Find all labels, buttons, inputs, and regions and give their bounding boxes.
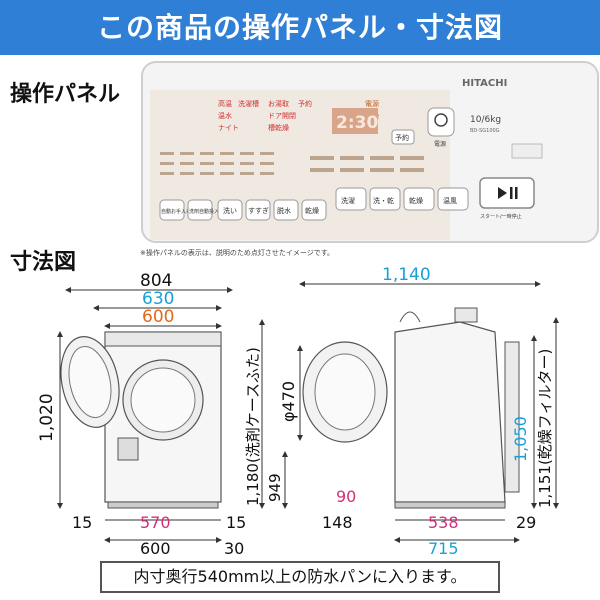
front-door-glass [68, 346, 112, 418]
power-icon [434, 113, 448, 127]
capacity-label: 10/6kg [470, 115, 501, 125]
footer-note: 内寸奥行540mm以上の防水パンに入ります。 [100, 561, 500, 593]
rinse-button[interactable] [245, 199, 271, 221]
course-label: お湯取 [268, 99, 289, 108]
dim-front-bottom-mid: 570 [140, 513, 171, 532]
dim-front-width-inner-1: 630 [142, 289, 174, 309]
reserve-label: 予約 [395, 133, 409, 142]
course-label: 温水 [218, 111, 232, 120]
large-button-row: 洗濯 洗・乾 乾燥 温風 [335, 187, 469, 211]
side-door-glass [314, 353, 376, 431]
reserve-button[interactable] [391, 129, 415, 145]
dim-front-bottom-left: 15 [72, 513, 92, 532]
dim-side-bottom-offset: 90 [336, 487, 356, 506]
panel-heading: 操作パネル [10, 82, 121, 107]
dim-side-bottom-mid: 538 [428, 513, 459, 532]
dim-side-bottom-total: 715 [428, 539, 459, 558]
large-button-label: 乾燥 [409, 196, 423, 205]
small-button-label: 乾燥 [305, 206, 319, 215]
dim-side-height-filter: 1,151(乾燥フィルター) [536, 349, 554, 508]
small-button-label: 洗い [223, 206, 237, 215]
large-button-label: 洗濯 [341, 196, 355, 205]
course-label: 高温 [218, 99, 232, 108]
digital-display [332, 108, 378, 134]
power-label: 電源 [434, 140, 446, 148]
dim-side-bottom-left: 148 [322, 513, 353, 532]
dimension-drawing: 804 630 600 1,020 15 570 15 600 30 1,140… [37, 265, 559, 558]
indicator-grid [160, 152, 424, 175]
course-label: 電源 [365, 99, 379, 108]
detergent-auto-button[interactable] [187, 199, 213, 221]
large-button-label: 洗・乾 [373, 196, 394, 205]
front-top-panel [104, 331, 222, 347]
play-pause-icon [498, 187, 518, 199]
course-dry-button[interactable] [403, 187, 435, 211]
control-panel-image: HITACHI 高温 洗濯槽 お湯取 予約 温水 ドア開閉 ナイト 槽乾燥 電源… [141, 61, 599, 243]
large-button-label: 温風 [443, 196, 457, 205]
course-label: 槽乾燥 [268, 123, 289, 132]
front-filter-door [117, 437, 139, 461]
front-drum-inner [130, 367, 196, 433]
front-view [60, 331, 222, 509]
dim-side-bottom-right: 29 [516, 513, 536, 532]
dim-side-height-filter-top: 1,050 [511, 416, 530, 462]
small-button-label: 洗剤自動投入 [189, 208, 219, 215]
course-wash-button[interactable] [335, 187, 367, 211]
dry-button[interactable] [301, 199, 327, 221]
small-button-label: 脱水 [277, 206, 291, 215]
side-body-outline [394, 321, 506, 503]
dim-side-depth-total: 1,140 [382, 265, 431, 285]
wash-button[interactable] [217, 199, 243, 221]
side-rear-duct [504, 341, 520, 493]
course-label: ドア開閉 [268, 112, 296, 120]
small-button-row: 自動お手入れ 洗剤自動投入 洗い すすぎ 脱水 乾燥 [159, 199, 327, 221]
course-label: 洗濯槽 [238, 99, 259, 108]
panel-note: ※操作パネルの表示は、説明のため点灯させたイメージです。 [140, 249, 335, 257]
mode-badge [511, 143, 543, 159]
title-banner [0, 0, 600, 55]
side-top-cap [454, 307, 478, 323]
display-digits: 2:30 [336, 113, 378, 133]
front-base [107, 501, 219, 509]
dim-front-bottom-right: 15 [226, 513, 246, 532]
auto-clean-button[interactable] [159, 199, 185, 221]
dim-side-door-diameter: φ470 [279, 381, 298, 422]
course-label: ナイト [218, 124, 239, 132]
dim-front-bottom-total: 600 [140, 539, 171, 558]
page-title: この商品の操作パネル・寸法図 [96, 11, 503, 44]
start-label: スタート/一時停止 [480, 213, 522, 220]
small-button-label: 自動お手入れ [161, 208, 191, 215]
brand-logo: HITACHI [462, 78, 507, 89]
dim-side-height-mid: 949 [266, 473, 284, 502]
dim-front-height: 1,020 [37, 393, 57, 442]
side-view [302, 307, 520, 509]
dim-side-height-detergent: 1,180(洗剤ケースふた) [244, 347, 262, 506]
course-wash-dry-button[interactable] [369, 187, 401, 211]
course-label: 予約 [298, 99, 312, 108]
small-button-label: すすぎ [248, 206, 269, 215]
course-warm-air-button[interactable] [437, 187, 469, 211]
power-button[interactable] [427, 107, 455, 137]
side-detergent-lid [399, 311, 421, 323]
dim-front-width-inner-2: 600 [142, 307, 174, 327]
dimensions-heading: 寸法図 [10, 250, 77, 275]
spin-button[interactable] [273, 199, 299, 221]
model-label: BD-SG100G [470, 128, 500, 134]
dim-front-bottom-extra: 30 [224, 539, 244, 558]
dim-front-width-total: 804 [140, 271, 172, 291]
side-base [394, 501, 506, 509]
